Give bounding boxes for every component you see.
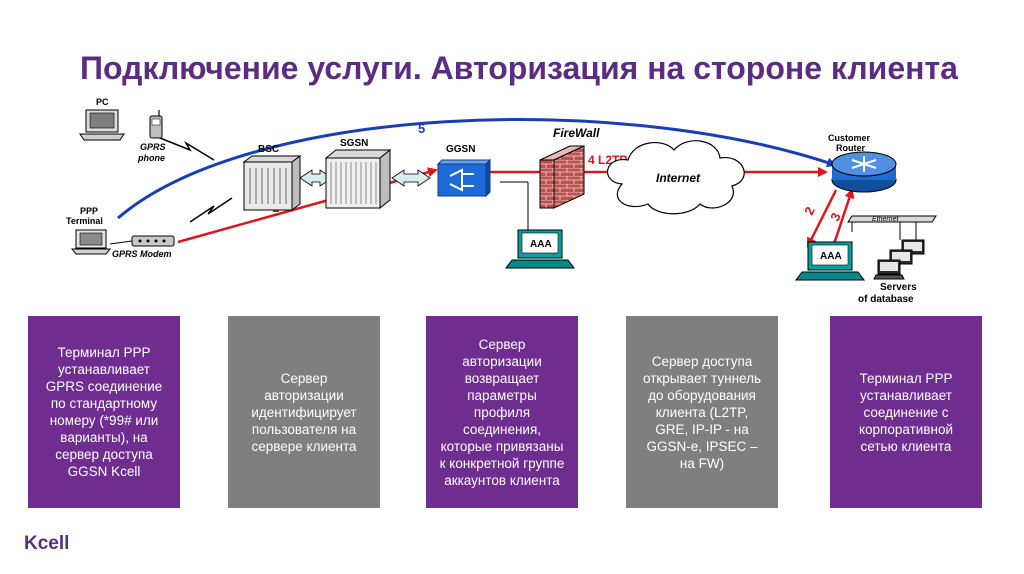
ppp-terminal-icon [70,229,112,255]
firewall-icon [539,145,585,209]
customer-router-label: Customer Router [828,133,873,153]
step1-arrow [177,167,438,244]
step5-label: 5 [418,121,425,136]
step3-label: 3 [827,210,844,223]
page-title: Подключение услуги. Авторизация на сторо… [80,50,958,86]
sgsn-icon [324,148,392,210]
bsc-icon [242,155,302,211]
aaa-server-icon-left [505,229,575,269]
aaa-right-label: AAA [820,251,842,262]
pc-label: PC [96,97,109,107]
kcell-logo: Kcell [24,533,70,554]
ethernet-label: Ethernet [872,216,900,223]
step2-label: 2 [801,204,818,217]
sgsn-label: SGSN [340,138,368,149]
step3-arrow [830,188,855,251]
servers-label: Servers of database [858,282,919,305]
gprs-phone-icon [149,110,163,139]
step5-arc [117,118,837,220]
gprs-modem-label: GPRS Modem [112,249,172,259]
customer-router-icon [831,151,897,193]
gprs-modem-icon [131,235,175,247]
internet-label: Internet [656,171,701,185]
wireless-link-modem [189,197,233,223]
ethernet-bus [847,215,937,240]
link-sgsn-ggsn [391,169,431,187]
aaa-left-label: AAA [530,239,552,250]
pc-icon [79,109,125,141]
gprs-phone-label: GPRS phone [137,142,168,163]
firewall-label: FireWall [553,126,600,140]
ggsn-router-icon [436,158,492,198]
database-servers-icon [873,239,925,280]
network-diagram: 5 1 4 L2TP,GRE,IP-IP 2 3 PC GPRS phone P… [66,97,937,305]
wireless-link-phone [159,137,215,161]
step2-arrow [806,189,838,248]
ppp-terminal-label: PPP Terminal [66,206,103,226]
bsc-label: BSC [258,144,279,155]
aaa-server-icon-right [795,241,865,281]
ggsn-label: GGSN [446,144,475,155]
internet-cloud-icon [606,140,745,215]
